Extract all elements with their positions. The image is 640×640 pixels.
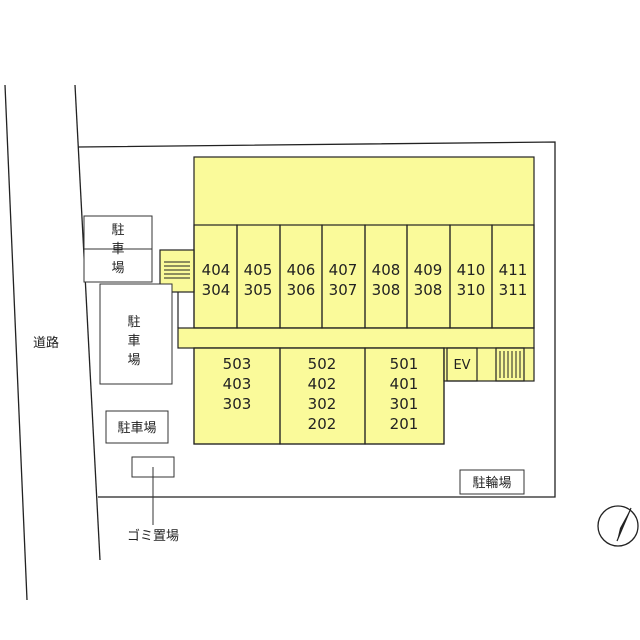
bike-parking-box — [459, 469, 525, 495]
unit-label: 302 — [308, 395, 337, 413]
unit-label: 201 — [390, 415, 419, 433]
parking-lower-label: 駐車場 — [117, 421, 156, 436]
unit-label: 405 — [244, 261, 273, 279]
parking-middle-char: 車 — [127, 334, 140, 349]
north-arrow-icon — [597, 505, 639, 547]
unit-label: 308 — [414, 281, 443, 299]
unit-label: 409 — [414, 261, 443, 279]
unit-label: 502 — [308, 355, 337, 373]
unit-label: 503 — [223, 355, 252, 373]
stair-right — [495, 347, 525, 382]
trash-label: ゴミ置場 — [127, 528, 179, 544]
unit-label: 202 — [308, 415, 337, 433]
bike-parking-label: 駐輪場 — [472, 475, 511, 491]
unit-label: 301 — [390, 395, 419, 413]
parking-middle-box — [99, 283, 173, 385]
parking-upper-char: 車 — [111, 242, 124, 257]
stair-right-treads — [499, 351, 521, 378]
building-corridor — [177, 327, 535, 349]
unit-label: 404 — [202, 261, 231, 279]
unit-label: 306 — [287, 281, 316, 299]
road-label: 道路 — [33, 335, 59, 351]
unit-label: 403 — [223, 375, 252, 393]
unit-label: 305 — [244, 281, 273, 299]
front-unit-labels: 503 403 303 502 402 302 202 501 401 301 … — [223, 355, 419, 433]
parking-lower-box — [105, 410, 169, 444]
unit-label: 401 — [390, 375, 419, 393]
unit-label: 310 — [457, 281, 486, 299]
unit-label: 311 — [499, 281, 528, 299]
unit-label: 308 — [372, 281, 401, 299]
rear-unit-cells — [193, 224, 535, 329]
parking-middle-char: 駐 — [127, 315, 140, 330]
stair-left-treads — [164, 261, 190, 279]
unit-label: 407 — [329, 261, 358, 279]
unit-label: 303 — [223, 395, 252, 413]
unit-label: 304 — [202, 281, 231, 299]
unit-label: 410 — [457, 261, 486, 279]
unit-label: 402 — [308, 375, 337, 393]
parking-middle-char: 場 — [127, 353, 140, 368]
rear-unit-labels: 404 304 405 305 406 306 407 307 408 308 … — [202, 261, 528, 299]
site-boundary — [77, 141, 556, 498]
unit-label: 406 — [287, 261, 316, 279]
parking-upper-char: 駐 — [111, 223, 124, 238]
building-stair-area — [443, 347, 535, 382]
parking-upper-char: 場 — [111, 261, 124, 276]
unit-label: 307 — [329, 281, 358, 299]
elevator-label: EV — [453, 358, 470, 373]
unit-label: 408 — [372, 261, 401, 279]
road-edge-left — [4, 84, 28, 601]
stair-left — [159, 249, 195, 293]
building-rear-wing — [193, 156, 535, 329]
unit-label: 501 — [390, 355, 419, 373]
road-edge-right — [74, 84, 101, 561]
elevator-box — [446, 347, 478, 382]
unit-label: 411 — [499, 261, 528, 279]
front-unit-cells — [193, 347, 445, 445]
